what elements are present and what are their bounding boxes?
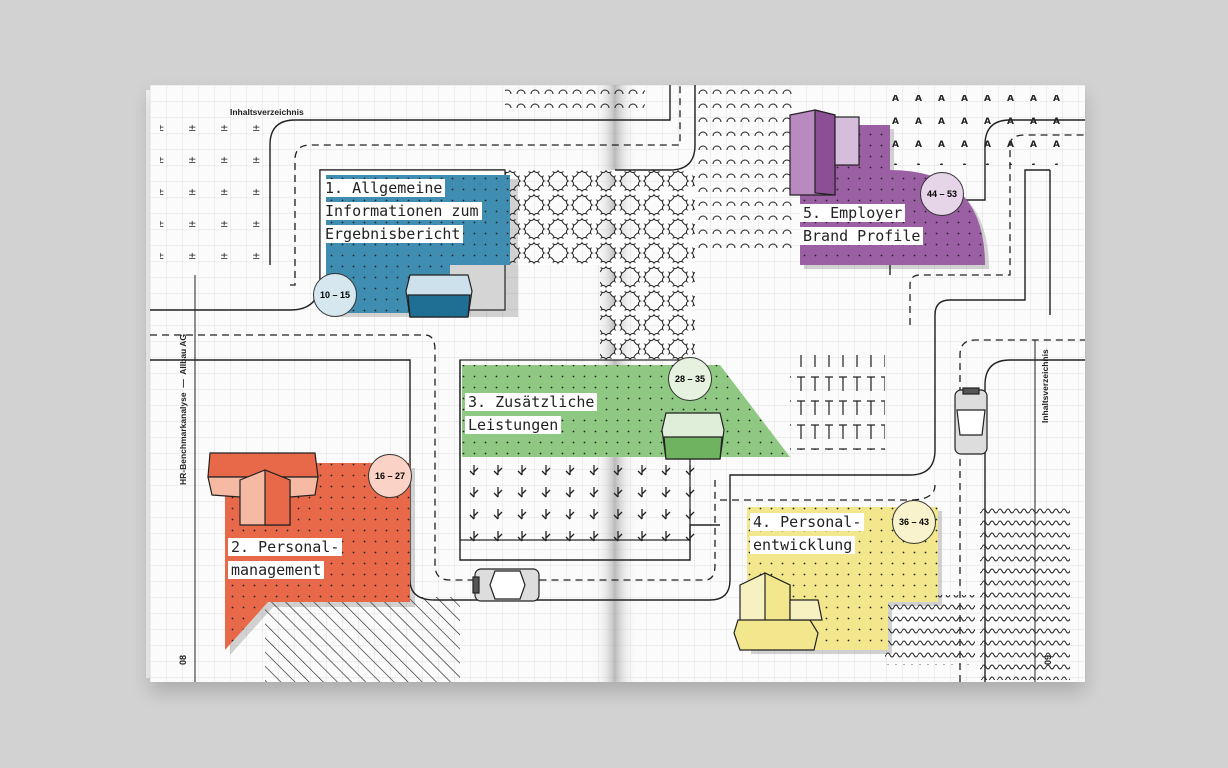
car-icon-right xyxy=(954,387,988,455)
toc-heading-left: Inhaltsverzeichnis xyxy=(230,107,304,117)
page-number-right: 09 xyxy=(1043,654,1053,665)
section-2-title: 2. Personal- management xyxy=(228,536,343,582)
page-edge-left xyxy=(145,90,154,678)
building-icon-purple xyxy=(789,109,860,196)
section-1-pages-badge: 10 – 15 xyxy=(313,273,357,317)
house-icon-green xyxy=(661,412,725,460)
car-icon-bottom xyxy=(472,568,540,602)
section-2-pages-badge: 16 – 27 xyxy=(368,454,412,498)
section-3-title: 3. Zusätzliche Leistungen xyxy=(465,391,598,437)
spine-text: HR-Benchmarkanalyse — Allbau AG xyxy=(178,334,188,485)
house-icon-orange xyxy=(207,452,319,526)
section-4-pages-badge: 36 – 43 xyxy=(892,500,936,544)
section-1-title: 1. Allgemeine Informationen zum Ergebnis… xyxy=(322,177,482,246)
brochure-spread: ± A xyxy=(150,85,1085,682)
section-3-pages-badge: 28 – 35 xyxy=(668,357,712,401)
house-icon-yellow xyxy=(733,572,823,651)
section-5-title: 5. Employer Brand Profile xyxy=(800,202,924,248)
spine-dash: — xyxy=(178,379,188,388)
spine-company: Allbau AG xyxy=(178,333,188,375)
house-icon-blue xyxy=(405,274,473,318)
section-5-pages-badge: 44 – 53 xyxy=(920,172,964,216)
section-4-title: 4. Personal- entwicklung xyxy=(750,511,865,557)
map-illustration: ± A xyxy=(150,85,1085,682)
toc-heading-right: Inhaltsverzeichnis xyxy=(1040,349,1050,423)
page-number-left: 08 xyxy=(178,654,188,665)
spine-title: HR-Benchmarkanalyse xyxy=(178,392,188,485)
